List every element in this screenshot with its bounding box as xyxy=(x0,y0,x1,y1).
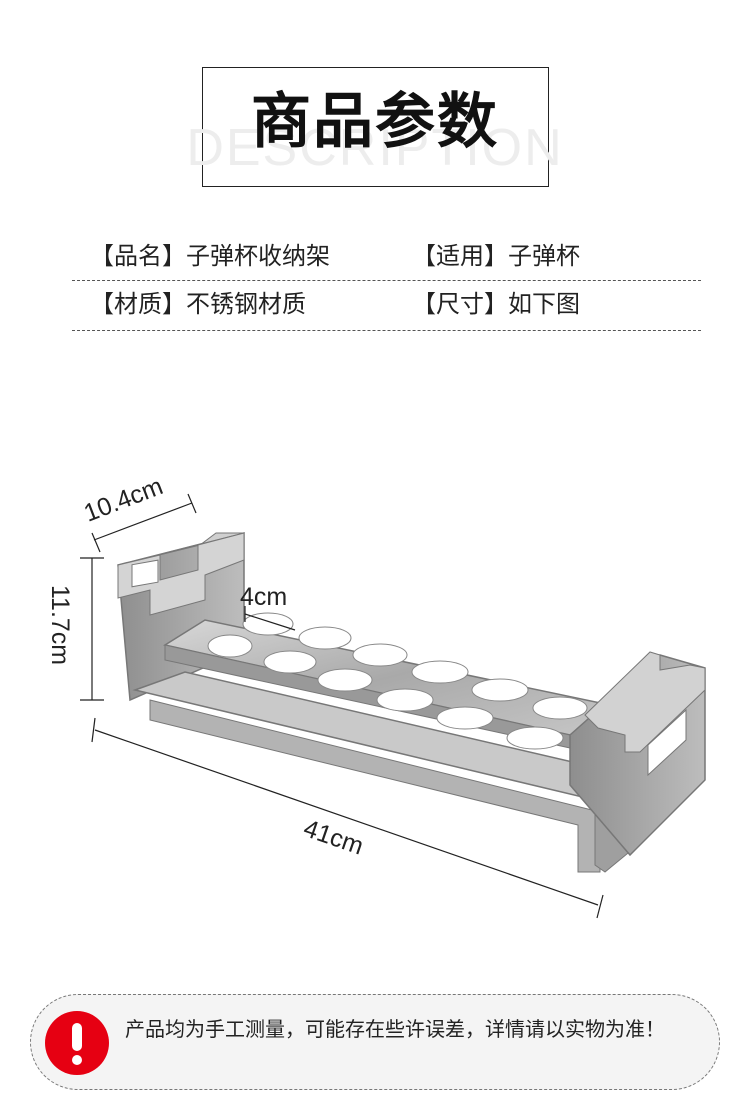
spec-key: 【适用】 xyxy=(412,242,508,270)
spec-name: 【品名】子弹杯收纳架 xyxy=(90,238,330,274)
spec-material: 【材质】不锈钢材质 xyxy=(90,286,306,322)
spec-row: 【材质】不锈钢材质 【尺寸】如下图 xyxy=(72,286,701,322)
notice-box: 产品均为手工测量，可能存在些许误差，详情请以实物为准！ xyxy=(30,994,720,1090)
title-frame xyxy=(202,67,549,187)
dim-hole-label: 4cm xyxy=(240,583,287,611)
divider xyxy=(72,330,701,331)
spec-value: 不锈钢材质 xyxy=(186,290,306,318)
spec-value: 子弹杯收纳架 xyxy=(186,242,330,270)
page-title: 商品参数 xyxy=(251,87,499,157)
right-bracket xyxy=(569,651,706,857)
product-illustration: 10.4cm 11.7cm 4cm 41cm xyxy=(46,472,706,919)
spec-size: 【尺寸】如下图 xyxy=(412,286,580,322)
dim-width-label: 10.4cm xyxy=(80,472,167,528)
exclamation-icon xyxy=(45,1011,109,1075)
exclamation-bar xyxy=(72,1023,82,1051)
perforated-shelf xyxy=(163,612,612,750)
spec-row: 【品名】子弹杯收纳架 【适用】子弹杯 xyxy=(72,238,701,274)
exclamation-dot xyxy=(72,1055,82,1065)
spec-key: 【材质】 xyxy=(90,290,186,318)
dim-height-label: 11.7cm xyxy=(46,585,74,665)
notice-text: 产品均为手工测量，可能存在些许误差，详情请以实物为准！ xyxy=(125,1017,665,1041)
divider xyxy=(72,280,701,281)
spec-usage: 【适用】子弹杯 xyxy=(412,238,580,274)
title-watermark: DESCRIPTION xyxy=(186,119,564,177)
spec-key: 【尺寸】 xyxy=(412,290,508,318)
spec-key: 【品名】 xyxy=(90,242,186,270)
spec-value: 如下图 xyxy=(508,290,580,318)
dimension-lines xyxy=(80,493,604,919)
spec-value: 子弹杯 xyxy=(508,242,580,270)
